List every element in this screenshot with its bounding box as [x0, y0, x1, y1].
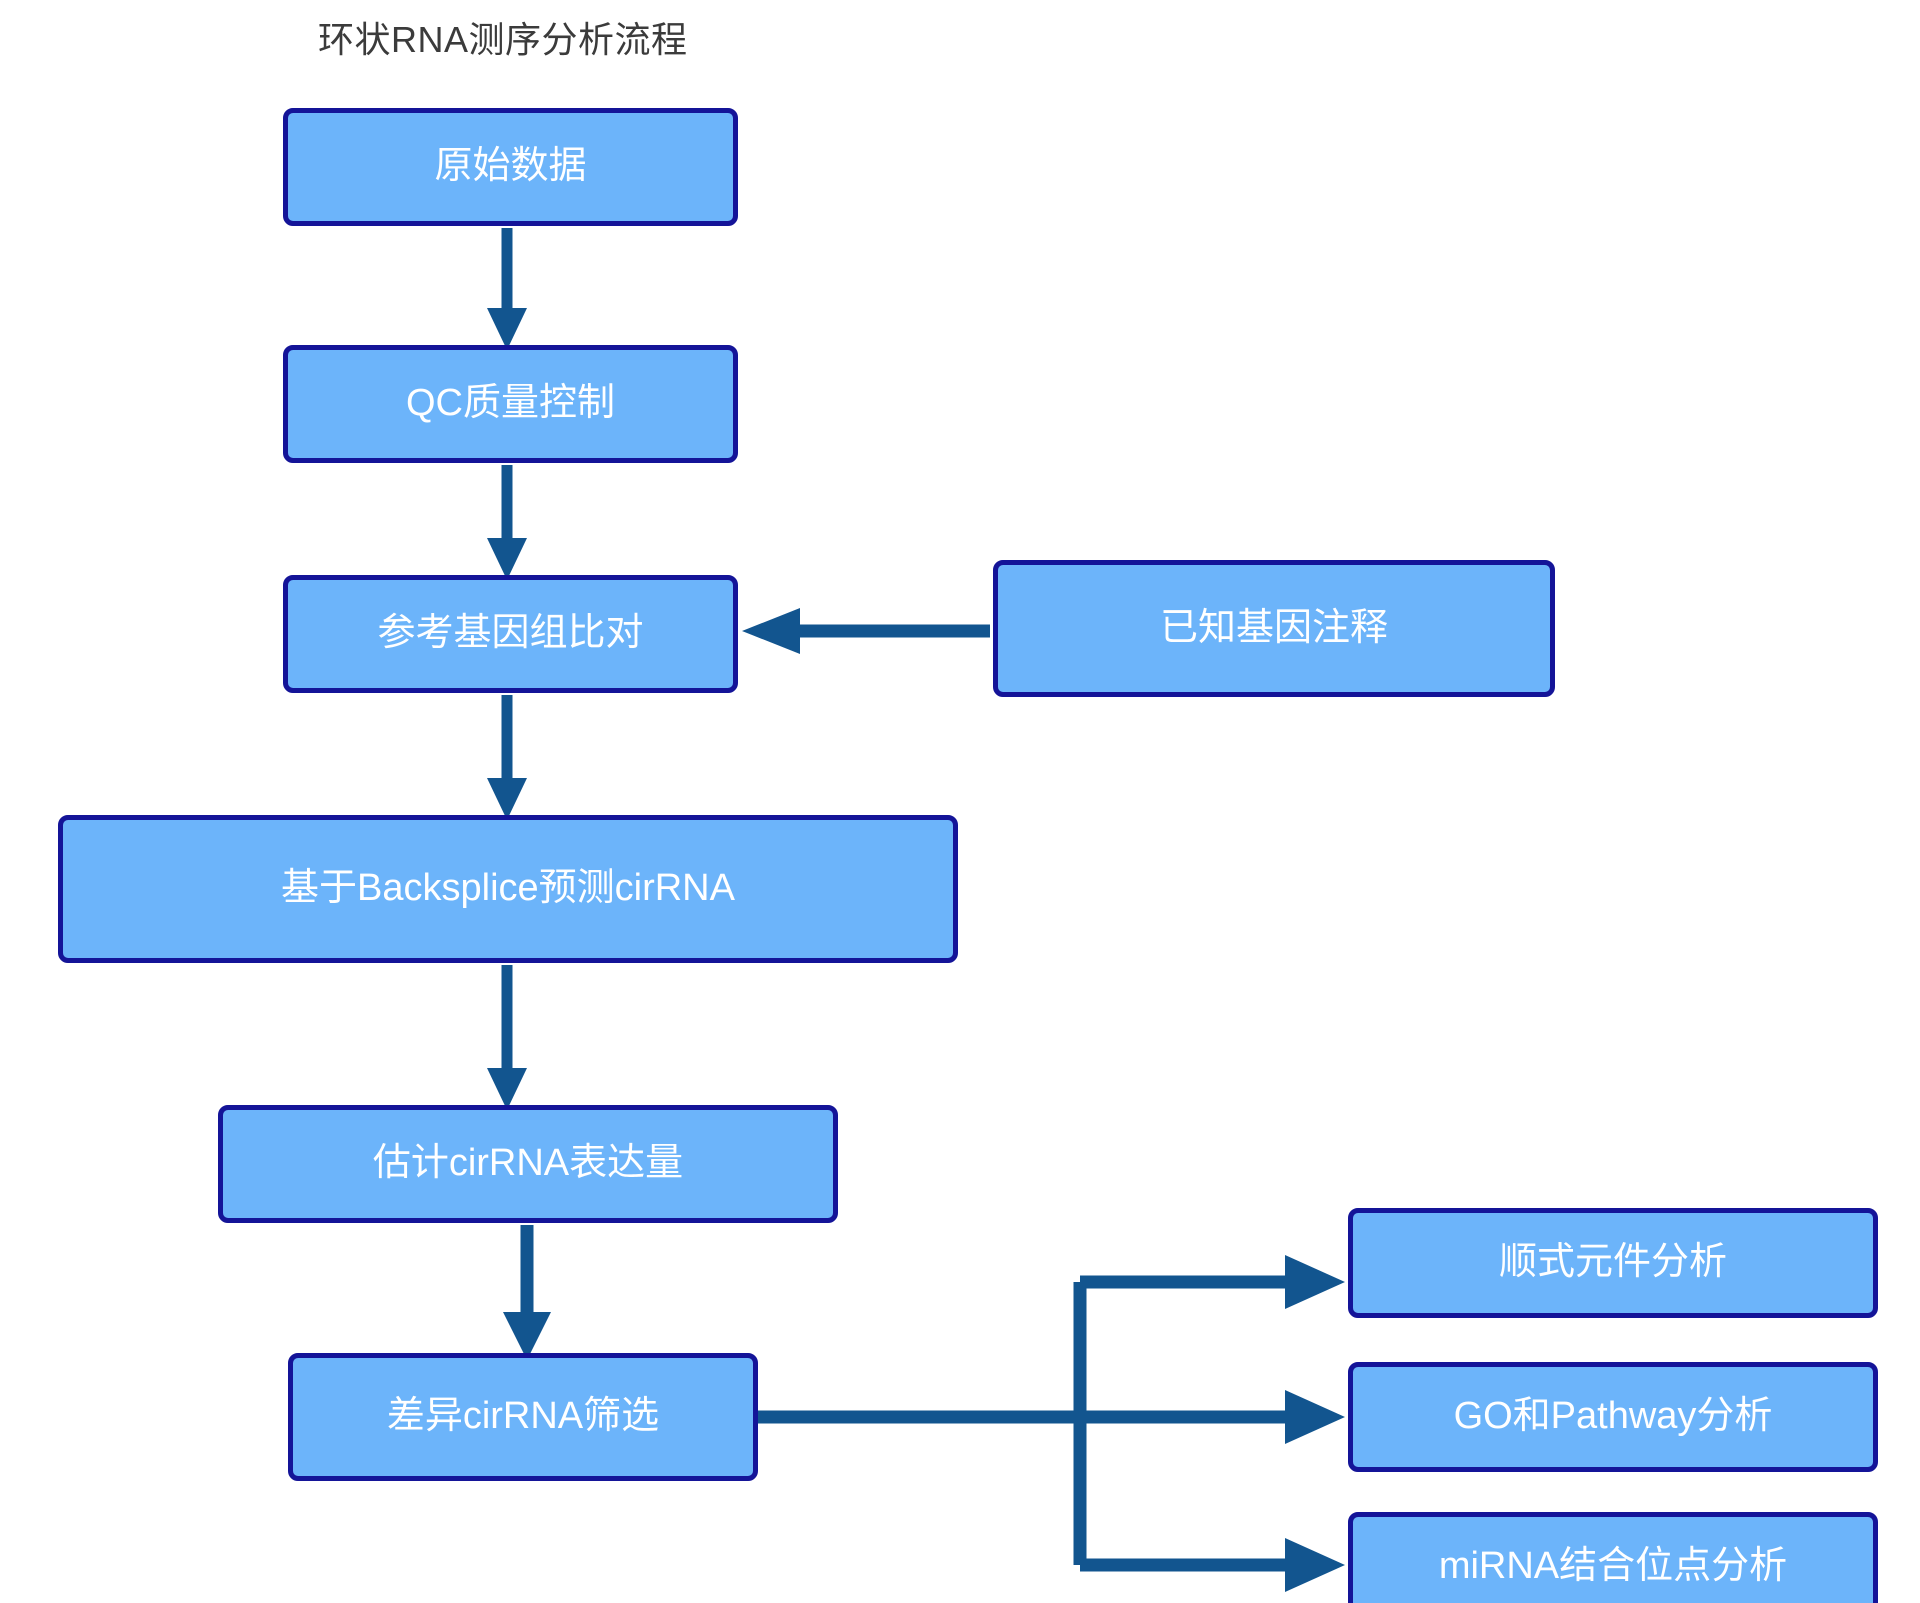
edge-annotation-to-align — [742, 608, 990, 654]
edge-raw-to-qc — [487, 228, 527, 350]
edge-qc-to-align — [487, 465, 527, 580]
edge-align-to-backsplice — [487, 695, 527, 820]
edge-diff-to-cis — [1080, 1255, 1345, 1309]
edge-backsplice-to-expr — [487, 965, 527, 1110]
page-title: 环状RNA测序分析流程 — [318, 19, 688, 60]
node-genome-align-label: 参考基因组比对 — [377, 612, 644, 655]
node-diff-screen[interactable]: 差异cirRNA筛选 — [288, 1353, 758, 1481]
node-qc-label: QC质量控制 — [405, 382, 615, 425]
node-go-pathway-label: GO和Pathway分析 — [1453, 1395, 1773, 1438]
node-qc[interactable]: QC质量控制 — [283, 345, 738, 463]
node-diff-screen-label: 差异cirRNA筛选 — [386, 1395, 660, 1438]
node-raw-data-label: 原始数据 — [434, 145, 587, 188]
node-backsplice-predict-label: 基于Backsplice预测cirRNA — [281, 867, 735, 910]
node-backsplice-predict[interactable]: 基于Backsplice预测cirRNA — [58, 815, 958, 963]
node-go-pathway[interactable]: GO和Pathway分析 — [1348, 1362, 1878, 1472]
node-cis-element[interactable]: 顺式元件分析 — [1348, 1208, 1878, 1318]
node-mirna-binding-label: miRNA结合位点分析 — [1438, 1545, 1788, 1588]
edge-expr-to-diff — [503, 1225, 551, 1360]
edge-diff-to-go — [1080, 1390, 1345, 1444]
node-cis-element-label: 顺式元件分析 — [1498, 1241, 1727, 1284]
node-expression-estimate-label: 估计cirRNA表达量 — [372, 1142, 684, 1185]
edge-diff-to-mirna — [1080, 1538, 1345, 1592]
node-raw-data[interactable]: 原始数据 — [283, 108, 738, 226]
node-genome-align[interactable]: 参考基因组比对 — [283, 575, 738, 693]
node-mirna-binding[interactable]: miRNA结合位点分析 — [1348, 1512, 1878, 1603]
node-gene-annotation-label: 已知基因注释 — [1159, 606, 1388, 649]
node-gene-annotation[interactable]: 已知基因注释 — [993, 560, 1555, 697]
edge-diff-branch-bus — [756, 1282, 1087, 1565]
node-expression-estimate[interactable]: 估计cirRNA表达量 — [218, 1105, 838, 1223]
